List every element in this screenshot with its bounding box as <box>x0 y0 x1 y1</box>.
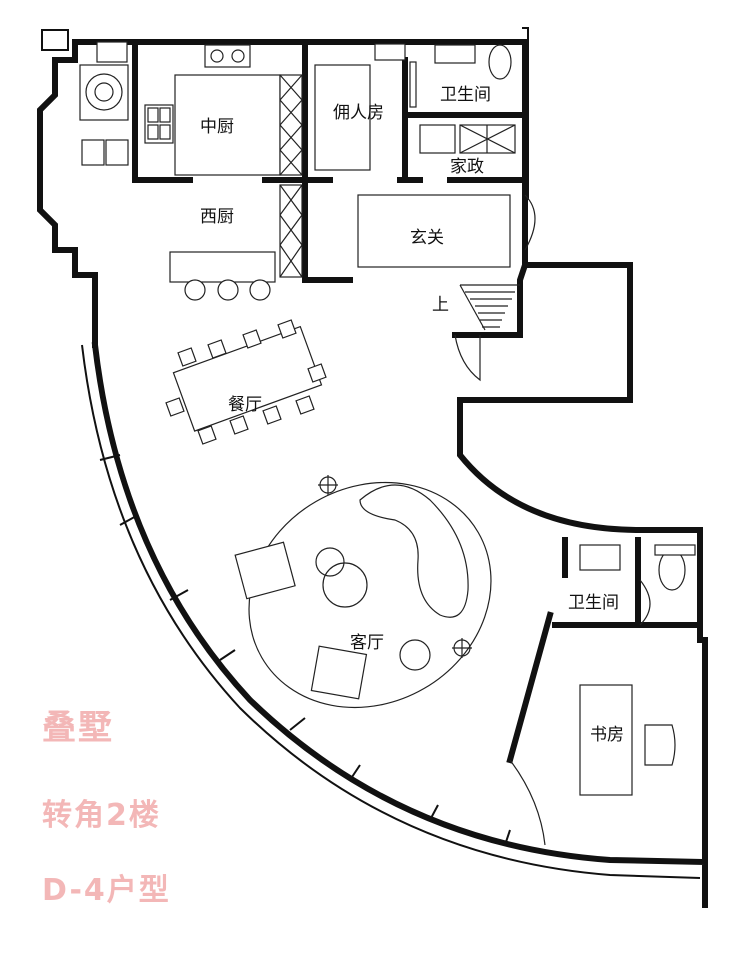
housekeeping-fixtures <box>419 124 516 154</box>
stairs <box>459 284 520 331</box>
label-bath-mid: 卫生间 <box>568 593 619 613</box>
label-servant-room: 佣人房 <box>333 103 384 123</box>
label-study: 书房 <box>590 725 624 745</box>
interior-walls <box>132 39 703 764</box>
label-living: 客厅 <box>350 633 384 653</box>
label-kitchen: 中厨 <box>200 117 234 137</box>
title-line-1: 叠墅 <box>42 708 114 748</box>
living-set <box>234 475 492 709</box>
label-foyer: 玄关 <box>410 228 444 248</box>
label-housekeeping: 家政 <box>450 157 484 177</box>
label-west-kitchen: 西厨 <box>200 207 234 227</box>
laundry-fixtures <box>79 41 129 166</box>
label-stairs-up: 上 <box>432 295 449 315</box>
window-segments <box>99 454 511 846</box>
label-dining: 餐厅 <box>228 395 262 415</box>
servant-room-fixtures <box>314 43 406 171</box>
mid-bath-fixtures <box>579 544 696 591</box>
outer-walls <box>37 27 708 908</box>
doors <box>454 194 651 846</box>
top-bath-fixtures <box>409 44 512 108</box>
room-labels: 中厨 佣人房 卫生间 家政 西厨 玄关 上 餐厅 客厅 卫生间 书房 <box>200 85 624 745</box>
kitchen-fixtures <box>144 44 303 176</box>
foyer-fixtures <box>357 194 511 268</box>
dining-set <box>165 319 327 445</box>
title-line-2: 转角2楼 <box>42 798 161 833</box>
title-line-3: D-4户型 <box>42 873 171 908</box>
west-kitchen-fixtures <box>169 184 303 301</box>
label-bath-top: 卫生间 <box>440 85 491 105</box>
study-fixtures <box>579 684 676 796</box>
